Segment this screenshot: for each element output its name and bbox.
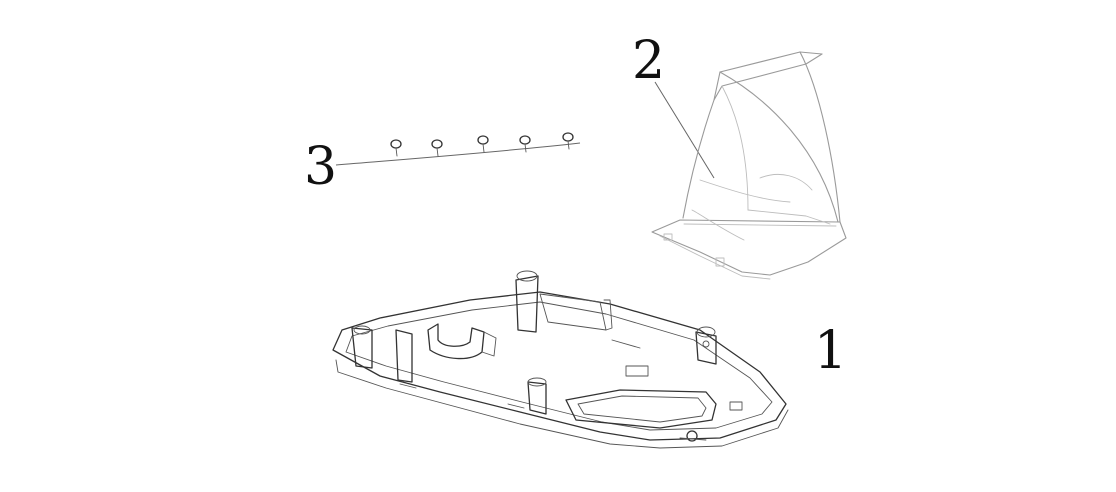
- part-3-screws: [335, 132, 581, 166]
- screw-icon: [390, 139, 402, 157]
- screw-icon: [562, 132, 574, 150]
- callout-number-2: 2: [632, 31, 665, 91]
- callout-number-3: 3: [304, 137, 337, 197]
- part-1-base-tray: [332, 270, 789, 449]
- screw-icon: [431, 139, 443, 157]
- screw-icon: [519, 135, 531, 153]
- callout-number-1: 1: [814, 321, 847, 381]
- part-2-cover: [651, 51, 847, 280]
- screw-icon: [477, 135, 489, 153]
